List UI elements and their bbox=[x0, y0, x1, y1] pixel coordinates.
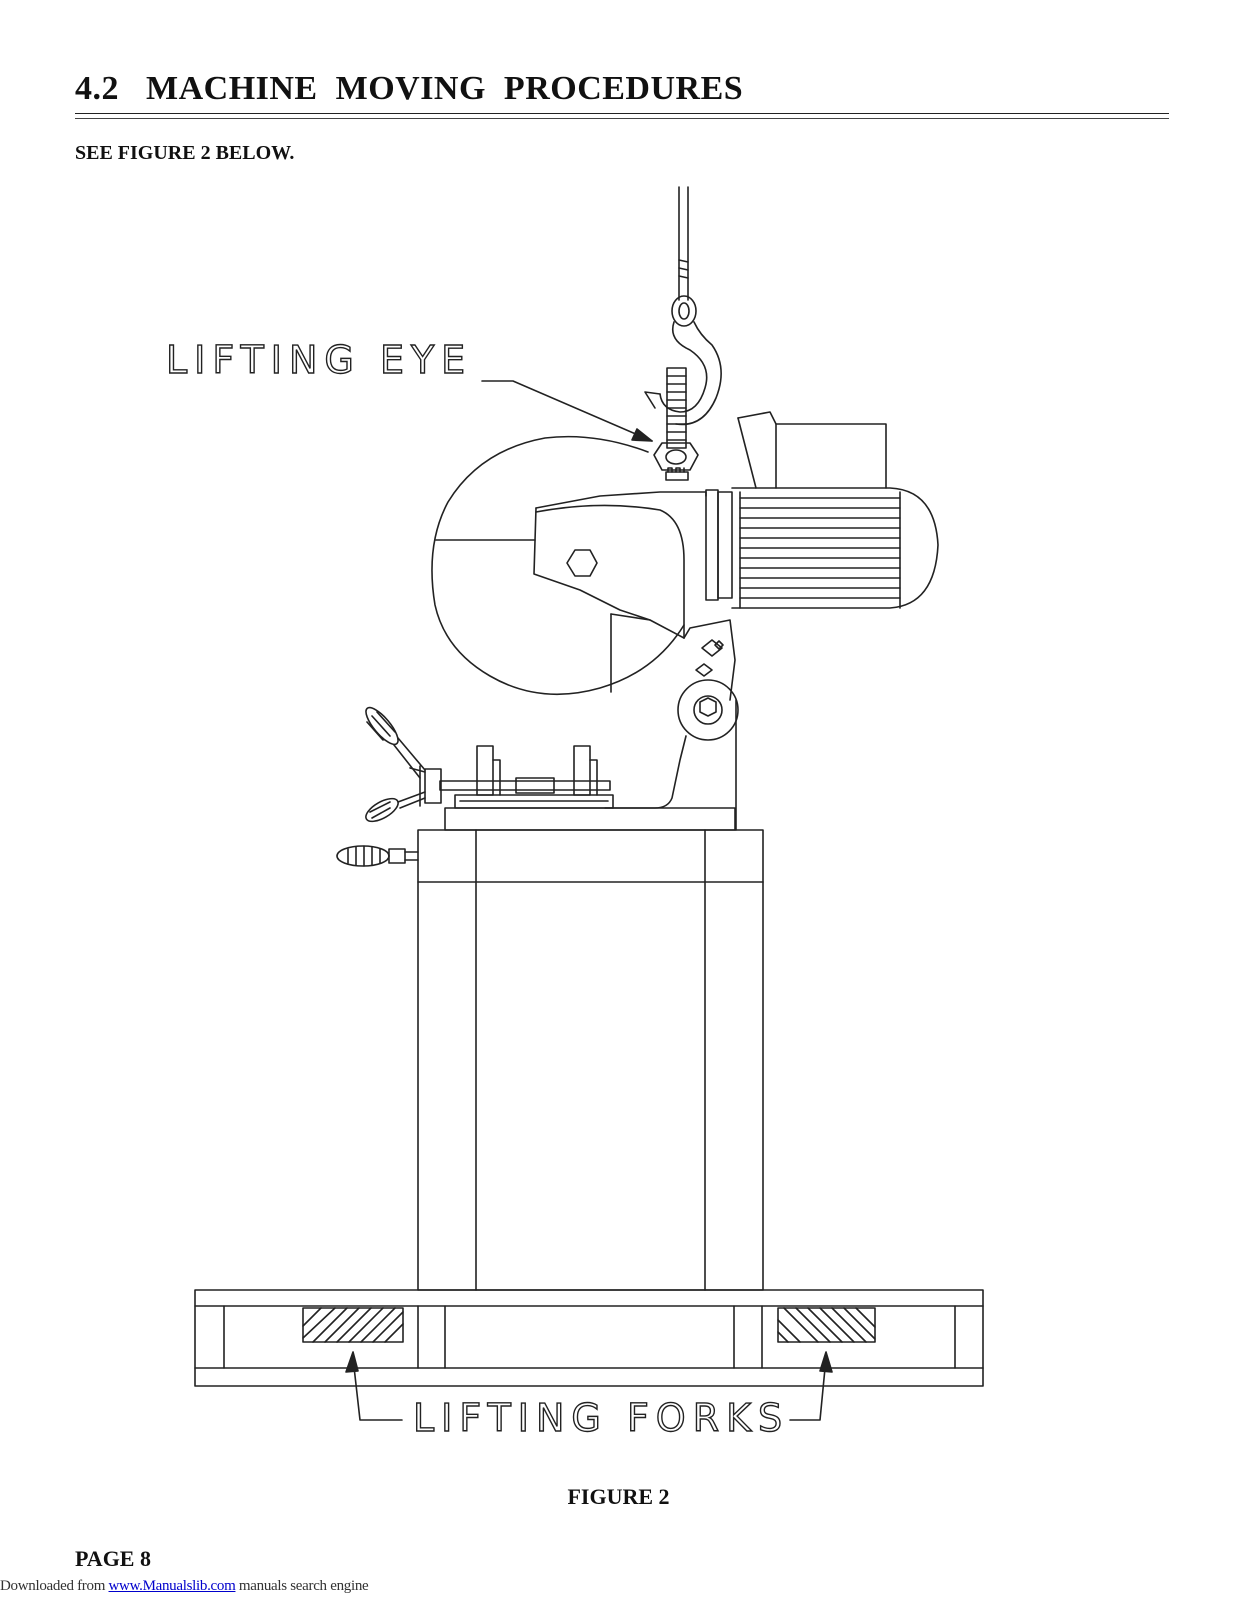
section-heading: 4.2 MACHINE MOVING PROCEDURES bbox=[75, 70, 744, 107]
pivot-arm bbox=[677, 619, 739, 741]
blade-guard bbox=[431, 435, 685, 696]
figure-caption: FIGURE 2 bbox=[567, 1484, 670, 1509]
see-figure-instruction: SEE FIGURE 2 BELOW. bbox=[75, 142, 295, 164]
pallet bbox=[194, 1289, 984, 1387]
lifting-forks-leaders bbox=[345, 1351, 833, 1421]
lifting-fork-left bbox=[302, 1307, 404, 1343]
lifting-fork-right bbox=[777, 1307, 876, 1343]
vise-handle bbox=[365, 706, 442, 823]
page-number: PAGE 8 bbox=[75, 1546, 151, 1571]
footer-suffix: manuals search engine bbox=[235, 1578, 369, 1594]
lifting-forks-label: LIFTING FORKS bbox=[413, 1396, 789, 1440]
lifting-eye-label: LIFTING EYE bbox=[166, 338, 472, 382]
lifting-eye-leader bbox=[481, 380, 653, 442]
footer-prefix: Downloaded from bbox=[0, 1578, 109, 1594]
stand-lock-handle bbox=[336, 845, 419, 867]
lifting-eye-bolt bbox=[653, 367, 699, 481]
vise-assembly bbox=[439, 745, 611, 796]
download-footer: Downloaded from www.Manualslib.com manua… bbox=[0, 1578, 369, 1595]
saw-base-frame bbox=[444, 699, 737, 831]
heading-rule-top bbox=[75, 113, 1169, 114]
motor-housing bbox=[705, 487, 939, 609]
manualslib-link[interactable]: www.Manualslib.com bbox=[108, 1578, 236, 1594]
motor-terminal-box bbox=[737, 411, 887, 489]
heading-rule-bottom bbox=[75, 118, 1169, 119]
saw-head bbox=[533, 491, 707, 639]
crane-cable bbox=[678, 186, 689, 301]
crane-hook bbox=[644, 295, 722, 426]
stand-column bbox=[417, 829, 764, 1291]
